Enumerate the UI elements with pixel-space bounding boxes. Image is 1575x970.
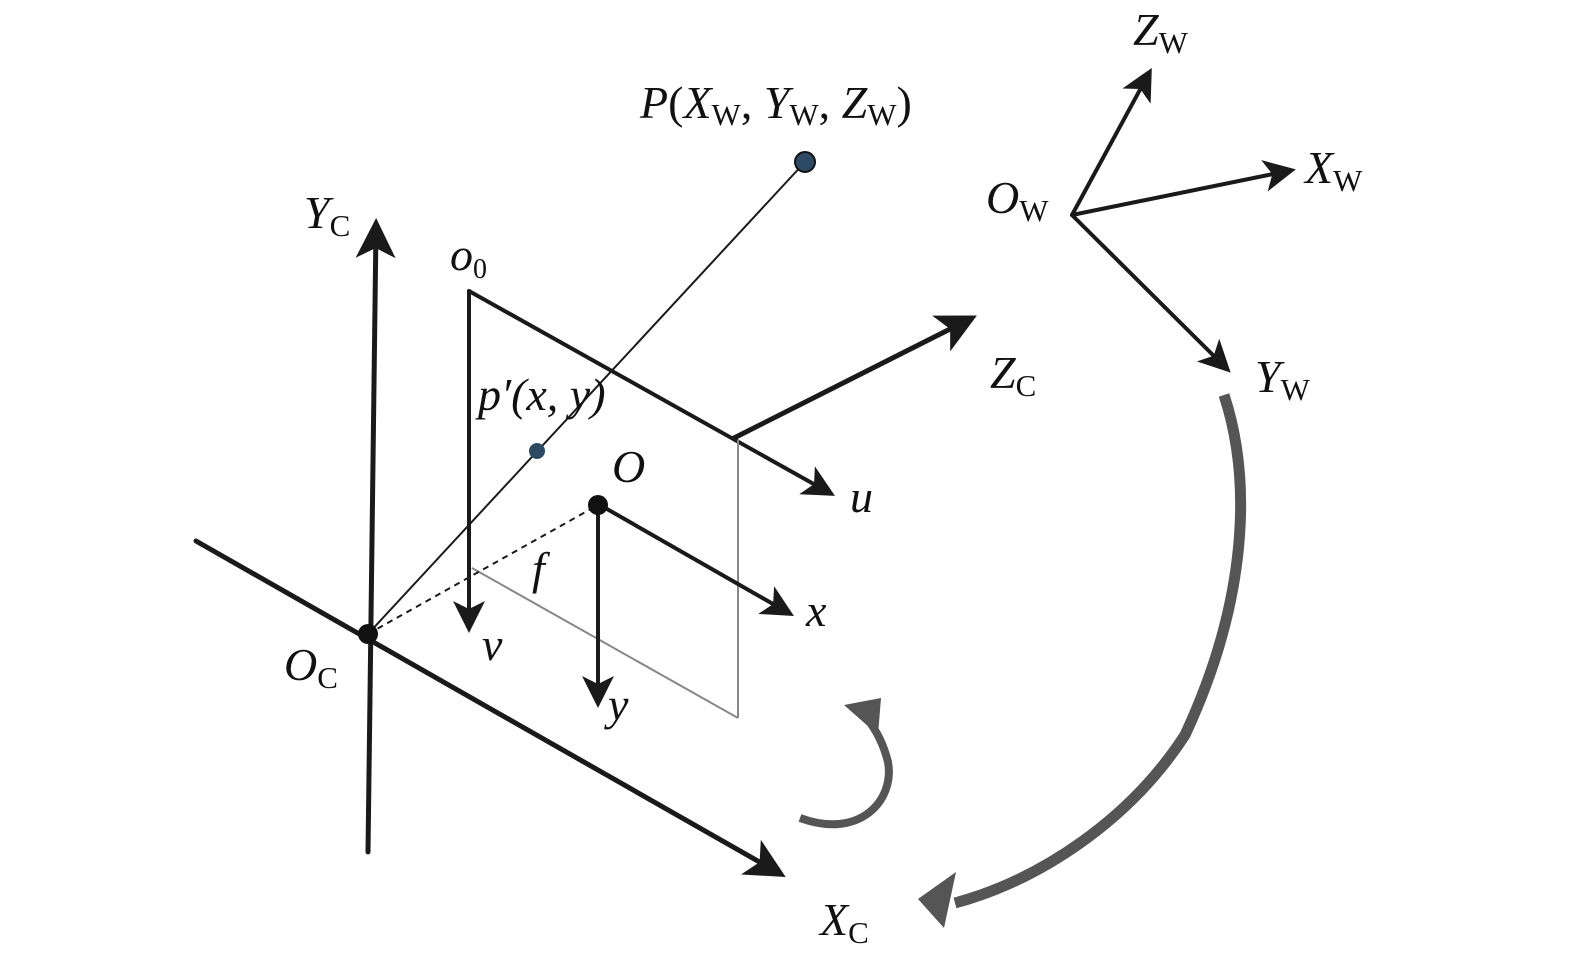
focal-length-line — [367, 504, 599, 635]
label-v: v — [482, 619, 503, 670]
point-P — [794, 151, 816, 173]
yc-axis — [355, 218, 396, 855]
small-rotation-arrow — [798, 714, 893, 829]
label-P: P(XW, YW, ZW) — [639, 77, 912, 132]
point-Oc — [358, 624, 378, 644]
label-Ow: OW — [986, 172, 1049, 228]
small-rotation-arrowhead — [844, 698, 881, 735]
zc-axis — [731, 315, 977, 441]
label-Xw: XW — [1303, 142, 1363, 198]
label-u: u — [850, 471, 873, 522]
label-Xc: XC — [818, 894, 869, 950]
label-Yc: YC — [304, 187, 350, 243]
label-Yw: YW — [1255, 351, 1311, 407]
label-f: f — [532, 543, 551, 594]
point-O — [588, 495, 608, 515]
world-to-camera-rotation-arrowhead — [918, 872, 956, 928]
projection-ray — [367, 161, 806, 635]
world-to-camera-rotation-arrow — [953, 393, 1247, 909]
label-x: x — [805, 585, 827, 636]
point-p-prime — [529, 443, 545, 459]
xw-axis — [1070, 160, 1296, 217]
label-Oc: OC — [284, 639, 338, 695]
x-axis — [598, 503, 794, 616]
yw-axis — [1070, 213, 1231, 373]
image-plane-bottom-edge — [471, 567, 739, 719]
zw-axis — [1070, 67, 1152, 217]
label-O: O — [612, 441, 645, 492]
label-Zw: ZW — [1133, 4, 1189, 60]
label-y: y — [604, 679, 629, 730]
xc-axis — [193, 538, 786, 877]
label-o0: o0 — [450, 229, 487, 285]
u-axis — [467, 289, 835, 496]
label-Zc: ZC — [990, 347, 1036, 403]
label-p-prime: p′(x, y) — [475, 369, 606, 420]
